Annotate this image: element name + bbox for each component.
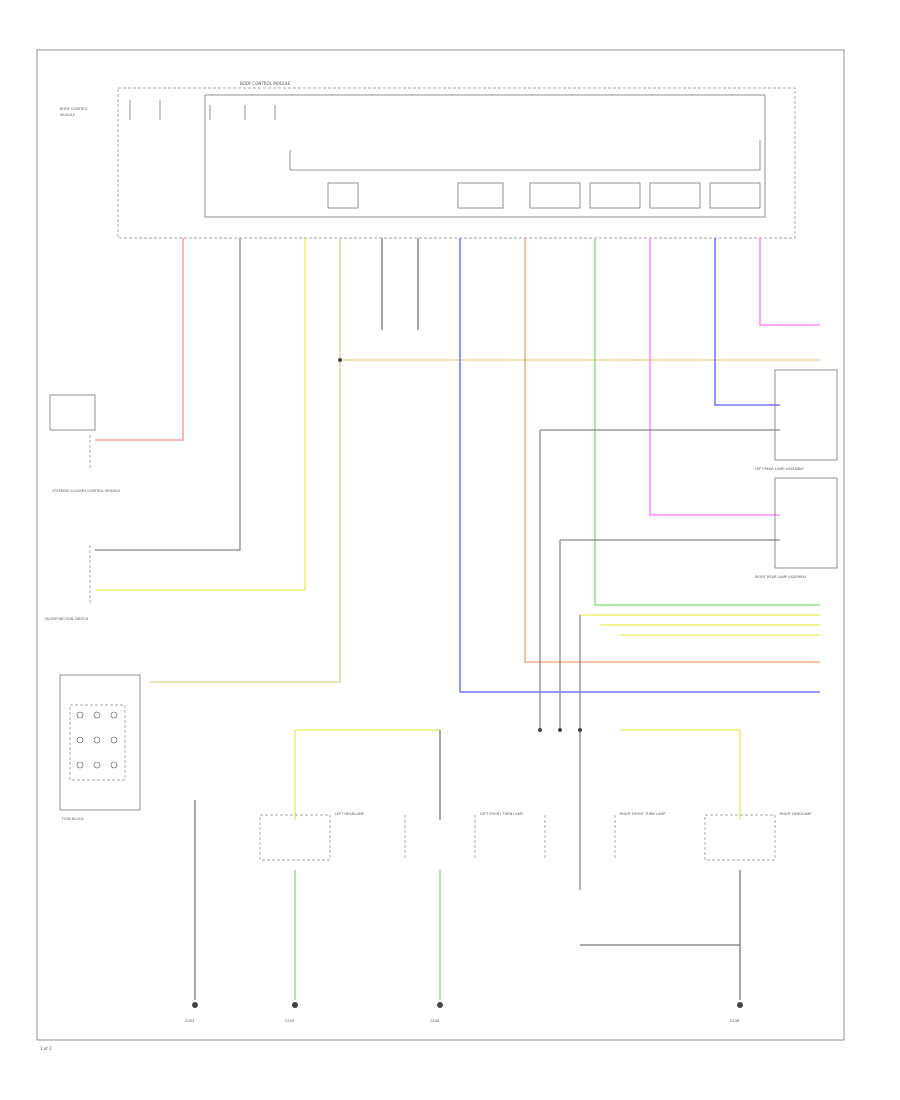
svg-text:BODY CONTROL: BODY CONTROL [60,107,88,111]
right-rear-lamp-assembly: RIGHT REAR LAMP ASSEMBLY [755,477,838,579]
svg-text:LEFT HEADLAMP: LEFT HEADLAMP [335,812,364,816]
svg-text:MULTIFUNCTION SWITCH: MULTIFUNCTION SWITCH [45,617,89,621]
ground-g106: G106 [430,1002,443,1023]
svg-text:G303: G303 [185,1019,194,1023]
ground-g108: G108 [730,1002,743,1023]
right-headlamp: RIGHT HEADLAMP [704,812,812,861]
wire-tan [150,238,341,683]
svg-text:RIGHT FRONT TURN LAMP: RIGHT FRONT TURN LAMP [620,812,666,816]
page-label: 1 of 2 [40,1046,52,1051]
left-headlamp: LEFT HEADLAMP [259,812,364,861]
steering-column-module: STEERING COLUMN CONTROL MODULE [49,394,120,493]
svg-text:BODY CONTROL MODULE: BODY CONTROL MODULE [240,81,291,86]
wire-yellow-1 [95,238,306,591]
wire-green [594,238,820,606]
fuse-block: FUSE BLOCK [59,674,141,821]
left-front-turn-lamp: LEFT FRONT TURN LAMP [404,812,523,860]
body-control-module: BODY CONTROL MODULE BODY CONTROL MODULE [60,81,796,239]
svg-text:G108: G108 [730,1019,739,1023]
svg-text:G105: G105 [285,1019,294,1023]
diagram-frame [36,49,845,1041]
ground-g105: G105 [285,1002,298,1023]
wires [95,238,820,1000]
svg-text:G106: G106 [430,1019,439,1023]
svg-text:LEFT FRONT TURN LAMP: LEFT FRONT TURN LAMP [480,812,523,816]
wire-orange [524,238,820,663]
wire-magenta [649,238,780,516]
svg-text:FUSE BLOCK: FUSE BLOCK [62,817,85,821]
multifunction-switch: MULTIFUNCTION SWITCH [45,545,91,621]
wire-blue [459,238,820,693]
svg-text:RIGHT REAR LAMP ASSEMBLY: RIGHT REAR LAMP ASSEMBLY [755,575,807,579]
wire-black-1 [95,238,241,551]
right-front-turn-lamp: RIGHT FRONT TURN LAMP [544,812,666,860]
svg-text:LEFT REAR LAMP ASSEMBLY: LEFT REAR LAMP ASSEMBLY [755,467,805,471]
left-rear-lamp-assembly: LEFT REAR LAMP ASSEMBLY [755,369,838,471]
ground-g303: G303 [185,1002,198,1023]
svg-text:RIGHT HEADLAMP: RIGHT HEADLAMP [780,812,812,816]
svg-text:STEERING COLUMN CONTROL MODULE: STEERING COLUMN CONTROL MODULE [52,489,120,493]
wire-red [95,238,184,441]
svg-text:MODULE: MODULE [60,113,75,117]
